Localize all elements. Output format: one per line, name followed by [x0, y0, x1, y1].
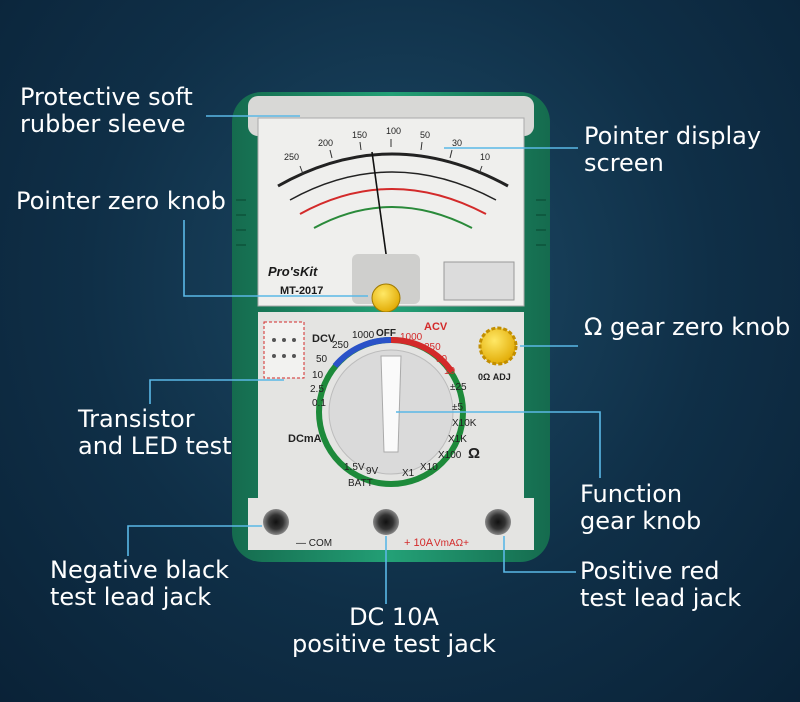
negative-black-jack[interactable] [263, 509, 289, 535]
scale-label: 30 [452, 138, 462, 148]
ohm-adj-label: 0Ω ADJ [478, 372, 511, 382]
range-10-acv: 10 [444, 366, 456, 377]
socket-pins [272, 338, 296, 358]
label-function-gear-knob: Function gear knob [580, 481, 701, 535]
range-50-dcv: 50 [316, 354, 328, 365]
control-panel [258, 312, 524, 498]
range-x10k: X10K [452, 418, 477, 429]
range-10-dcv: 10 [312, 370, 324, 381]
label-line: Function [580, 480, 683, 508]
range-250-acv: 250 [424, 342, 441, 353]
leader-transistor [149, 379, 284, 404]
ohm-gear-zero-knob[interactable] [478, 326, 518, 366]
label-line: test lead jack [580, 584, 742, 612]
scale-ticks [299, 139, 483, 175]
dcma-label: DCmA [288, 433, 322, 445]
range-50-acv: 50 [436, 354, 448, 365]
label-line: positive test jack [292, 630, 496, 658]
label-line: Positive red [580, 557, 720, 585]
vmao-label: VmAΩ+ [434, 538, 469, 549]
scale-label: 150 [352, 130, 367, 140]
label-pointer-zero-knob: Pointer zero knob [16, 188, 226, 215]
label-line: Protective soft [20, 83, 193, 111]
scale-label: 10 [480, 152, 490, 162]
label-ohm-gear-zero-knob: Ω gear zero knob [584, 314, 790, 341]
scale-label: 250 [284, 152, 299, 162]
label-line: rubber sleeve [20, 110, 186, 138]
label-transistor-led-test: Transistor and LED test [78, 406, 232, 460]
model-label: MT-2017 [280, 285, 323, 297]
dc-10a-jack[interactable] [373, 509, 399, 535]
ohm-symbol: Ω [468, 445, 480, 462]
top-bezel [248, 96, 534, 136]
range-x10: X10 [420, 462, 438, 473]
label-line: Pointer zero knob [16, 187, 226, 215]
label-line: Ω gear zero knob [584, 313, 791, 341]
label-protective-sleeve: Protective soft rubber sleeve [20, 84, 193, 138]
range-pm25: ±25 [450, 382, 467, 393]
scale-label: 50 [420, 130, 430, 140]
pointer-display-screen [257, 117, 525, 307]
leader-pos-jack [503, 536, 576, 573]
knob-housing [352, 254, 420, 304]
leader-zero-knob [183, 220, 368, 297]
function-gear-knob[interactable] [328, 349, 454, 475]
dial-pointer [380, 355, 402, 453]
range-x100: X100 [438, 450, 462, 461]
range-9v: 9V [366, 466, 379, 477]
scale-label: 200 [318, 138, 333, 148]
rubber-sleeve [232, 92, 550, 562]
batt-label: BATT [348, 478, 373, 489]
spec-plate [443, 261, 515, 301]
dcv-label: DCV [312, 333, 336, 345]
pointer-zero-knob[interactable] [371, 283, 401, 313]
label-line: gear knob [580, 507, 702, 535]
jack-panel [248, 498, 534, 550]
label-line: and LED test [78, 432, 232, 460]
acv-label: ACV [424, 321, 448, 333]
range-2-5-dcv: 2.5 [310, 384, 324, 395]
label-line: test lead jack [50, 583, 212, 611]
label-line: Pointer display [584, 122, 762, 150]
label-negative-jack: Negative black test lead jack [50, 557, 229, 611]
leader-func-knob [396, 411, 601, 478]
label-dc-10a-jack: DC 10A positive test jack [292, 604, 496, 658]
leader-neg-jack [127, 525, 262, 556]
brand-logo: Pro'sKit [268, 264, 318, 279]
range-1000-dcv: 1000 [352, 330, 375, 341]
scale-label: 100 [386, 126, 401, 136]
label-line: Transistor [78, 405, 195, 433]
transistor-led-socket[interactable] [263, 321, 305, 379]
positive-red-jack[interactable] [485, 509, 511, 535]
range-1-5v: 1.5V [344, 462, 365, 473]
10a-label: + 10A [404, 537, 434, 549]
range-0-1-dcv: 0.1 [312, 398, 326, 409]
needle [371, 151, 392, 291]
grip-ridges [236, 199, 546, 246]
range-x1k: X1K [448, 434, 467, 445]
range-pm5: ±5 [452, 402, 463, 413]
range-x1: X1 [402, 468, 415, 479]
label-positive-jack: Positive red test lead jack [580, 558, 741, 612]
range-250-dcv: 250 [332, 340, 349, 351]
label-line: screen [584, 149, 664, 177]
range-1000-acv: 1000 [400, 332, 423, 343]
dial-ring [316, 337, 466, 487]
off-label: OFF [376, 328, 396, 339]
label-line: DC 10A [349, 603, 439, 631]
label-pointer-display-screen: Pointer display screen [584, 123, 761, 177]
label-line: Negative black [50, 556, 230, 584]
com-label: — COM [296, 538, 332, 549]
